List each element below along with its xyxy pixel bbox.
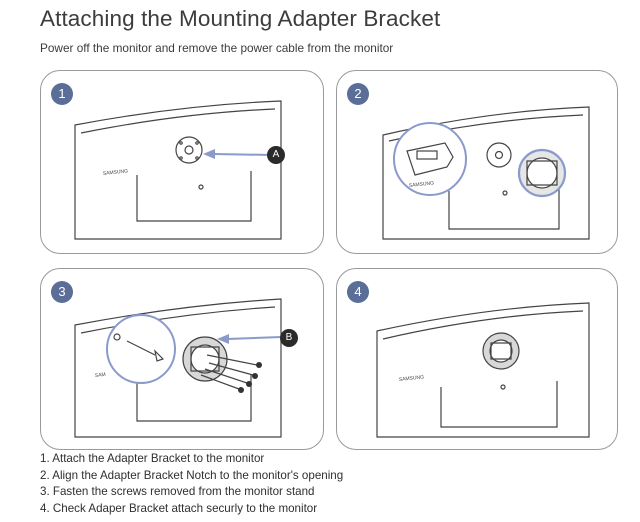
brand-label: SAMSUNG xyxy=(409,180,435,189)
brand-label: SAMSUNG xyxy=(103,168,129,177)
callout-b-badge: B xyxy=(280,329,298,347)
step-3-panel: SAM 3 B xyxy=(40,268,324,450)
instruction-step-3: 3. Fasten the screws removed from the mo… xyxy=(40,485,315,498)
step-number-badge: 3 xyxy=(51,281,73,303)
instruction-step-1: 1. Attach the Adapter Bracket to the mon… xyxy=(40,452,265,465)
arrow-icon xyxy=(217,334,229,344)
arrow-icon xyxy=(203,149,215,159)
step-3-illustration: SAM xyxy=(74,298,282,438)
step-number-badge: 4 xyxy=(347,281,369,303)
page-subtitle: Power off the monitor and remove the pow… xyxy=(40,41,394,55)
step-number-badge: 2 xyxy=(347,83,369,105)
step-2-panel: SAMSUNG 2 xyxy=(336,70,618,254)
step-4-illustration: SAMSUNG xyxy=(376,302,590,438)
step-number-badge: 1 xyxy=(51,83,73,105)
brand-label: SAMSUNG xyxy=(399,374,425,383)
step-1-panel: SAMSUNG 1 A xyxy=(40,70,324,254)
step-2-illustration: SAMSUNG xyxy=(382,106,590,240)
step-4-panel: SAMSUNG 4 xyxy=(336,268,618,450)
instruction-step-4: 4. Check Adaper Bracket attach securly t… xyxy=(40,501,318,515)
brand-label: SAM xyxy=(95,372,106,379)
callout-a-badge: A xyxy=(267,146,285,164)
instruction-step-2: 2. Align the Adapter Bracket Notch to th… xyxy=(40,468,344,482)
step-1-illustration: SAMSUNG xyxy=(74,100,282,240)
page-title: Attaching the Mounting Adapter Bracket xyxy=(40,6,441,31)
instruction-list: 1. Attach the Adapter Bracket to the mon… xyxy=(40,451,343,517)
